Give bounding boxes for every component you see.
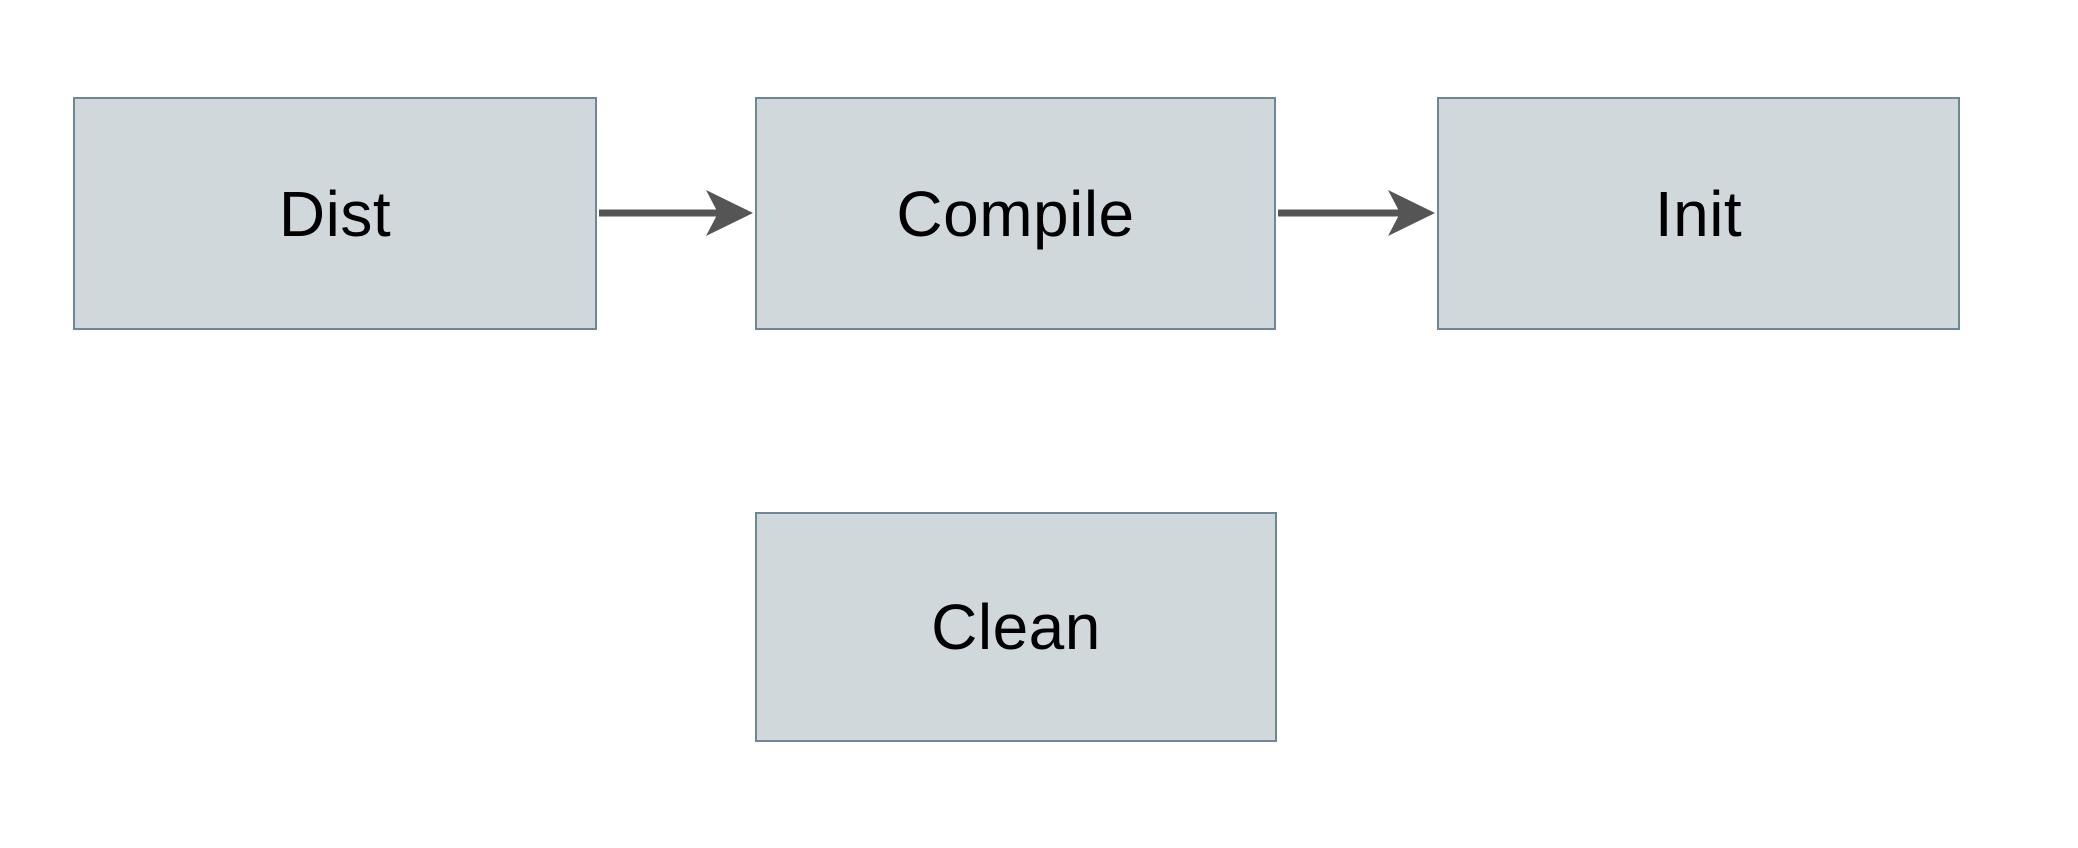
node-label-clean: Clean (931, 591, 1101, 663)
node-clean[interactable]: Clean (755, 512, 1277, 742)
node-label-init: Init (1654, 177, 1743, 250)
arrowhead-dist-to-compile (706, 190, 753, 236)
arrowhead-compile-to-init (1388, 190, 1435, 236)
edge-compile-to-init (1278, 190, 1435, 236)
node-compile[interactable]: Compile (755, 97, 1276, 330)
edge-dist-to-compile (599, 190, 753, 236)
node-label-dist: Dist (278, 177, 392, 250)
node-label-compile: Compile (896, 177, 1135, 250)
node-dist[interactable]: Dist (73, 97, 597, 330)
node-init[interactable]: Init (1437, 97, 1960, 330)
